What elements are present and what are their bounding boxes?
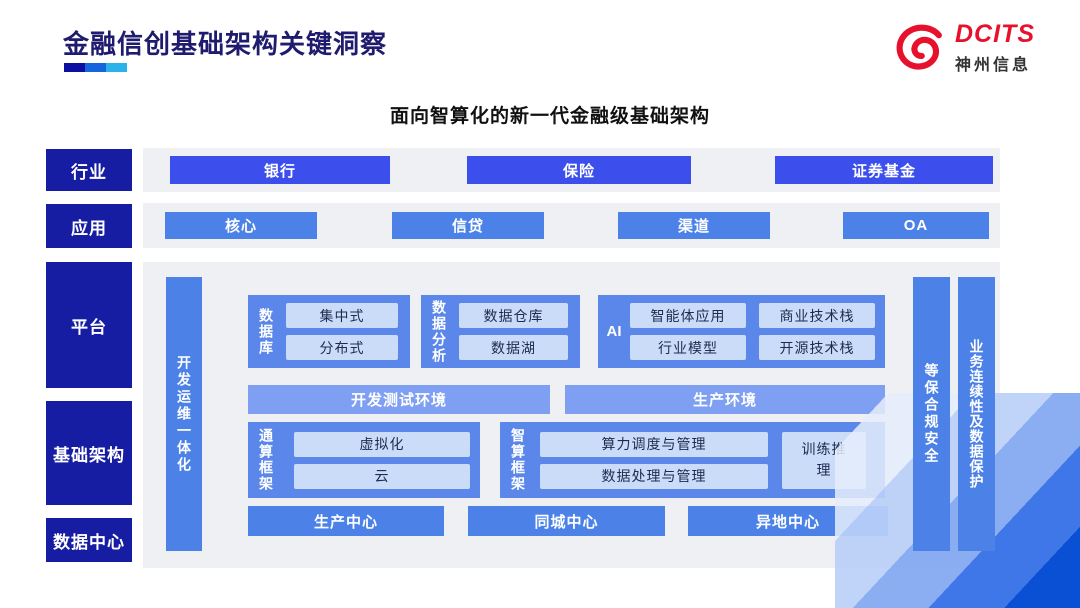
database-centralized-chip: 集中式 — [286, 303, 398, 328]
underline-segment — [85, 63, 106, 72]
analytics-group-label: 数据分析 — [431, 299, 447, 364]
application-channel-box: 渠道 — [618, 212, 770, 239]
production-center-box: 生产中心 — [248, 506, 444, 536]
devops-vertical-bar: 开发运维一体化 — [166, 277, 202, 551]
industry-bank-box: 银行 — [170, 156, 390, 184]
row-label-datacenter: 数据中心 — [46, 518, 132, 562]
analytics-datalake-chip: 数据湖 — [459, 335, 568, 360]
general-compute-label: 通算框架 — [258, 428, 274, 492]
ai-industry-model-chip: 行业模型 — [630, 335, 746, 360]
industry-row: 银行 保险 证券基金 — [143, 148, 1000, 192]
row-label-application: 应用 — [46, 204, 132, 248]
logo-brand-text: DCITS — [955, 19, 1035, 48]
cloud-chip: 云 — [294, 463, 470, 489]
database-group: 数据库 集中式 分布式 — [248, 295, 410, 368]
production-environment-bar: 生产环境 — [565, 385, 885, 414]
page-title: 金融信创基础架构关键洞察 — [63, 29, 388, 59]
data-processing-chip: 数据处理与管理 — [540, 463, 768, 489]
analytics-warehouse-chip: 数据仓库 — [459, 303, 568, 328]
ai-group-label: AI — [606, 323, 622, 340]
ai-commercial-stack-chip: 商业技术栈 — [759, 303, 875, 328]
row-label-industry: 行业 — [46, 149, 132, 191]
underline-segment — [64, 63, 85, 72]
industry-securities-box: 证券基金 — [775, 156, 993, 184]
security-compliance-vertical-bar: 等保合规安全 — [913, 277, 950, 551]
devtest-environment-bar: 开发测试环境 — [248, 385, 550, 414]
intelligent-compute-group: 智算框架 算力调度与管理 数据处理与管理 训练推理 — [500, 422, 885, 498]
virtualization-chip: 虚拟化 — [294, 431, 470, 457]
samecity-center-box: 同城中心 — [468, 506, 665, 536]
analytics-group: 数据分析 数据仓库 数据湖 — [421, 295, 580, 368]
industry-insurance-box: 保险 — [467, 156, 691, 184]
application-oa-box: OA — [843, 212, 989, 239]
devops-bar-label: 开发运维一体化 — [176, 354, 192, 474]
business-continuity-vertical-bar: 业务连续性及数据保护 — [958, 277, 995, 551]
corner-decoration — [835, 393, 1080, 608]
application-credit-box: 信贷 — [392, 212, 544, 239]
ai-agent-chip: 智能体应用 — [630, 303, 746, 328]
dcits-swirl-icon — [896, 24, 942, 70]
general-compute-group: 通算框架 虚拟化 云 — [248, 422, 480, 498]
application-core-box: 核心 — [165, 212, 317, 239]
dcits-logo: DCITS 神州信息 — [893, 16, 1058, 80]
diagram-title: 面向智算化的新一代金融级基础架构 — [389, 106, 710, 127]
row-label-platform: 平台 — [46, 262, 132, 388]
database-distributed-chip: 分布式 — [286, 335, 398, 360]
database-group-label: 数据库 — [258, 307, 274, 356]
security-bar-label: 等保合规安全 — [923, 363, 940, 465]
ai-group: AI 智能体应用 商业技术栈 行业模型 开源技术栈 — [598, 295, 885, 368]
logo-subbrand-text: 神州信息 — [955, 56, 1032, 74]
title-underline — [64, 63, 127, 72]
row-label-infrastructure: 基础架构 — [46, 401, 132, 505]
platform-panel: 开发运维一体化 数据库 集中式 分布式 数据分析 数据仓库 数据湖 AI 智能体… — [143, 262, 1000, 568]
ai-opensource-stack-chip: 开源技术栈 — [759, 335, 875, 360]
application-row: 核心 信贷 渠道 OA — [143, 203, 1000, 248]
continuity-bar-label: 业务连续性及数据保护 — [968, 339, 985, 489]
underline-segment — [106, 63, 127, 72]
compute-scheduling-chip: 算力调度与管理 — [540, 431, 768, 457]
intelligent-compute-label: 智算框架 — [510, 428, 526, 492]
